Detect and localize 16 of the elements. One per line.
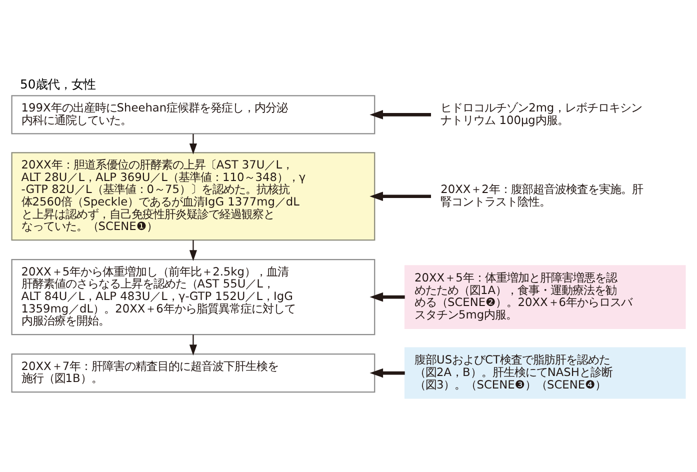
arrow <box>370 110 431 119</box>
node-box: 腹部USおよびCT検査で脂肪肝を認めた（図2A，B）。肝生検にてNASHと診断（図3）。（SCENE❸）（SCENE❹） <box>404 346 686 398</box>
node-text: ヒドロコルチゾン2mg，レボチロキシンナトリウム 100μg内服。 <box>440 100 642 126</box>
node-text: 20XX＋2年：腹部超音波検査を実施。肝腎コントラスト陰性。 <box>440 182 643 208</box>
arrow <box>189 133 197 154</box>
arrow <box>370 191 431 201</box>
arrow <box>189 334 197 355</box>
diagram-title: 50歳代，女性 <box>20 76 96 91</box>
node-box: 20XX＋5年から体重増加し（前年比＋2.5kg），血清肝酵素値のさらなる上昇を認めた（AST 55U／L，ALT 84U／L，ALP 483U／L，γ-GTP 152U／L，IgG 1359mg／dL）。20XX＋6年から脂質異常症に対して内服治療を開始。 <box>11 258 376 335</box>
node-box: 20XX＋7年：肝障害の精査目的に超音波下肝生検を施行（図1B）。 <box>11 352 376 392</box>
node-box: 20XX年：胆道系優位の肝酵素の上昇〔AST 37U／L，ALT 28U／L，ALP 369U／L（基準値：110～348），γ-GTP 82U／L（基準値：0～75）〕を認めた。抗核抗体2560倍（Speckle）であるが血清IgG 1377mg／dLと上昇は認めず，自己免疫性肝炎疑診で経過観察となっていた。（SCENE❶） <box>11 152 376 240</box>
arrow <box>189 240 197 261</box>
arrow <box>370 292 405 302</box>
arrow <box>370 368 405 378</box>
node-box: 199X年の出産時にSheehan症候群を発症し，内分泌内科に通院していた。 <box>11 94 376 134</box>
node-box: 20XX＋5年：体重増加と肝障害増悪を認めたため（図1A），食事・運動療法を勧める（SCENE❷）。20XX＋6年からロスバスタチン5mg内服。 <box>404 264 686 328</box>
